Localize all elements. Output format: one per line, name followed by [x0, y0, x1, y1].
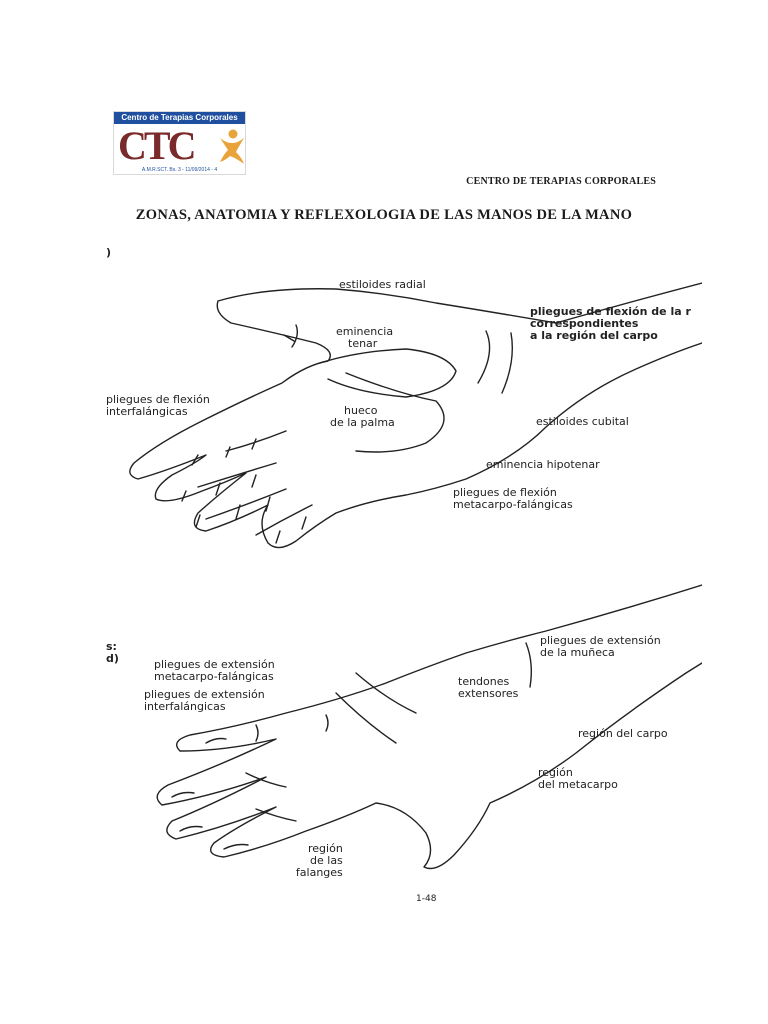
- logo-registration: A.M.R.SCT. Bs. 3 - 11/09/2014 - 4: [116, 167, 243, 173]
- palm-corner-mark: ): [106, 247, 111, 259]
- label-pliegues-interfalangicas: pliegues de flexión interfalángicas: [106, 394, 210, 418]
- label-pliegues-carpo: pliegues de flexión de la r correspondie…: [530, 306, 691, 342]
- label-estiloides-cubital: estiloides cubital: [536, 416, 629, 428]
- page-title: ZONAS, ANATOMIA Y REFLEXOLOGIA DE LAS MA…: [0, 207, 768, 224]
- page-number: 1-48: [416, 893, 436, 905]
- label-eminencia-hipotenar: eminencia hipotenar: [486, 459, 600, 471]
- label-eminencia-tenar: eminencia tenar: [336, 326, 393, 350]
- logo-acronym: CTC: [118, 124, 193, 168]
- logo-person-icon: [218, 128, 246, 166]
- label-region-falanges: región de las falanges: [286, 843, 343, 879]
- label-extension-interfalangicas: pliegues de extensión interfalángicas: [144, 689, 265, 713]
- label-tendones-extensores: tendones extensores: [458, 676, 518, 700]
- label-estiloides-radial: estiloides radial: [339, 279, 426, 291]
- ctc-logo: Centro de Terapias Corporales CTC A.M.R.…: [113, 111, 246, 175]
- label-extension-muneca: pliegues de extensión de la muñeca: [540, 635, 661, 659]
- label-hueco-palma: hueco de la palma: [330, 405, 395, 429]
- hand-anatomy-figure: ) estiloides radial pliegues de flexión …: [106, 243, 702, 903]
- label-extension-metacarpo: pliegues de extensión metacarpo-falángic…: [154, 659, 275, 683]
- org-name: CENTRO DE TERAPIAS CORPORALES: [466, 176, 656, 187]
- label-region-carpo: región del carpo: [578, 728, 668, 740]
- dorsal-corner-mark: s: d): [106, 641, 119, 665]
- label-pliegues-metacarpo: pliegues de flexión metacarpo-falángicas: [453, 487, 573, 511]
- hand-drawings: [106, 243, 702, 903]
- label-region-metacarpo: región del metacarpo: [538, 767, 618, 791]
